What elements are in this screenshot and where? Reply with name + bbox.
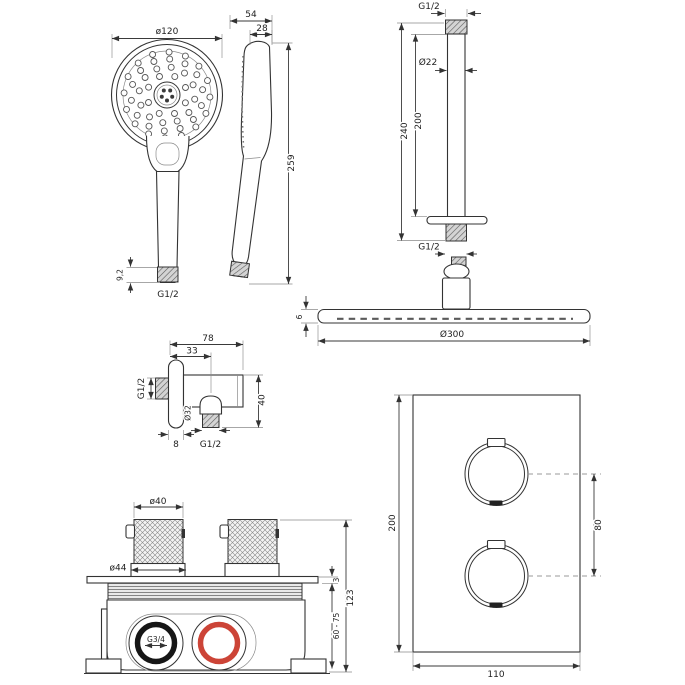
trim-handle-bottom-tab [486, 539, 506, 550]
spray-hub-inner [156, 84, 178, 106]
valve-foot-right [290, 658, 327, 674]
dim-valve-knob-diameter: ø40 [150, 497, 167, 507]
dim-valve-total-depth: 123 [346, 589, 356, 606]
valve-adjustment-band [107, 582, 303, 601]
arm-pipe [446, 33, 466, 218]
hand-shower-side-profile [231, 40, 273, 267]
dim-trim-handle-spacing: 80 [594, 519, 604, 531]
outlet-inlet-thread-size-label: G1/2 [137, 378, 147, 399]
handle-thread [157, 266, 179, 283]
dim-hand-shower-thread-length: 9,2 [116, 269, 125, 281]
valve-port-right-ring [197, 621, 241, 665]
hand-shower-thread-size-label: G1/2 [157, 290, 178, 300]
outlet-spout-thread [202, 413, 220, 428]
arm-top-thread-size-label: G1/2 [418, 2, 439, 12]
outlet-wall-flange [167, 359, 185, 429]
head-shower-plate [317, 308, 591, 324]
dim-outlet-flange-depth: 8 [173, 440, 179, 450]
valve-knob-right-base [224, 562, 280, 578]
valve-port-panel [125, 613, 257, 672]
trim-handle-top-tab [486, 437, 506, 448]
dim-head-diameter: Ø300 [440, 329, 465, 340]
handle-mount [145, 135, 190, 173]
dim-outlet-total-depth: 78 [202, 334, 214, 344]
spray-hub-dots [159, 88, 175, 103]
dim-hand-shower-diameter: ø120 [156, 27, 179, 37]
dim-arm-total-length: 240 [400, 122, 410, 139]
valve-mounting-plate [86, 575, 319, 584]
valve-foot-left [85, 658, 122, 674]
arm-bottom-thread-size-label: G1/2 [418, 243, 439, 253]
dim-valve-knob-base-diameter: ø44 [110, 564, 127, 574]
valve-knob-right [227, 519, 278, 564]
outlet-inlet-thread [155, 377, 169, 400]
wall-outlet-view: 78 33 G1/2 Ø32 40 8 G1/2 [136, 333, 270, 451]
hand-shower-side-view: 54 28 259 [229, 9, 299, 285]
trim-handle-top-marker [489, 500, 503, 506]
handle-shaft [155, 170, 180, 268]
dim-valve-install-depth: 60 - 75 [332, 612, 341, 639]
dim-head-plate-thickness: 6 [295, 314, 304, 319]
hand-shower-front-view: ø120 9,2 G1/2 [110, 26, 224, 300]
spray-nozzles [120, 48, 214, 142]
dim-trim-height: 200 [388, 514, 398, 531]
dim-outlet-body-depth: 33 [186, 347, 197, 357]
valve-connection-thread-label: G3/4 [147, 635, 165, 644]
valve-port-right-trim [191, 615, 247, 671]
outlet-spout-dome [199, 395, 223, 415]
dim-trim-width: 110 [487, 670, 504, 680]
valve-side-tab [100, 608, 108, 663]
trim-plate [412, 394, 581, 653]
valve-port-left-trim [128, 615, 184, 671]
side-thread [229, 260, 251, 279]
arm-top-thread [445, 19, 468, 35]
spray-hub-outer [153, 81, 181, 109]
valve-knob-left [133, 519, 184, 564]
dim-arm-visible-length: 200 [414, 112, 424, 129]
dim-valve-plate-thickness: 3 [332, 577, 341, 582]
dim-outlet-flange-diameter: Ø32 [184, 405, 193, 421]
head-ball-joint [443, 263, 470, 280]
valve-port-left-ring [134, 621, 178, 665]
arm-bottom-thread [445, 223, 467, 242]
trim-plate-view: 80 200 110 [387, 394, 606, 682]
valve-knob-right-tab [219, 524, 230, 539]
hand-shower-head-outline [110, 38, 224, 152]
trim-handle-bottom-marker [489, 602, 503, 608]
dim-outlet-body-height: 40 [258, 394, 268, 406]
valve-knob-left-tab [125, 524, 136, 539]
dim-arm-pipe-diameter: Ø22 [419, 57, 438, 68]
dim-hand-shower-height: 259 [287, 154, 297, 171]
head-shower-view: 6 Ø300 [295, 256, 591, 346]
dim-hand-shower-head-thickness: 28 [256, 24, 268, 34]
ceiling-arm-view: G1/2 Ø22 240 200 G1/2 [397, 2, 488, 257]
outlet-spout-thread-size-label: G1/2 [200, 440, 221, 450]
ceiling-flange [426, 215, 488, 225]
dim-hand-shower-depth: 54 [245, 10, 257, 20]
handle-mount-inner [155, 142, 180, 166]
concealed-valve-view: G3/4 ø40 ø44 3 60 - 75 123 [84, 496, 358, 674]
head-connector-collar [441, 277, 471, 310]
